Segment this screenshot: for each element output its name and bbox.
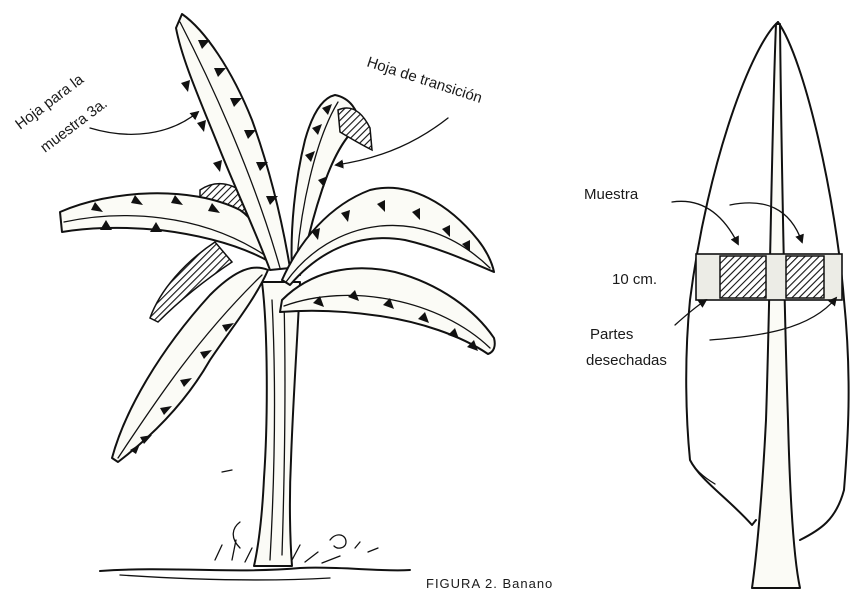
sample-hatched-right: [786, 256, 824, 298]
label-transition-leaf: Hoja de transición: [365, 54, 484, 107]
figure-caption: FIGURA 2. Banano: [426, 576, 553, 591]
arrow-sample-right: [730, 203, 802, 242]
label-discarded-line1: Partes: [590, 326, 633, 343]
label-discarded-line2: desechadas: [586, 352, 667, 369]
label-sample: Muestra: [584, 186, 639, 203]
sample-hatched-left: [720, 256, 766, 298]
leaf-midrib: [752, 24, 800, 588]
leaf-lower-left: [112, 268, 268, 462]
ground-mark: [222, 470, 232, 472]
arrow-sample-leaf: [90, 112, 198, 134]
ground-grass: [100, 522, 410, 580]
pseudostem: [254, 282, 300, 566]
label-band-width: 10 cm.: [612, 271, 657, 288]
leaf-right-lower: [280, 268, 495, 354]
banana-plant-illustration: [60, 14, 495, 580]
leaf-sample-diagram: [672, 22, 849, 588]
